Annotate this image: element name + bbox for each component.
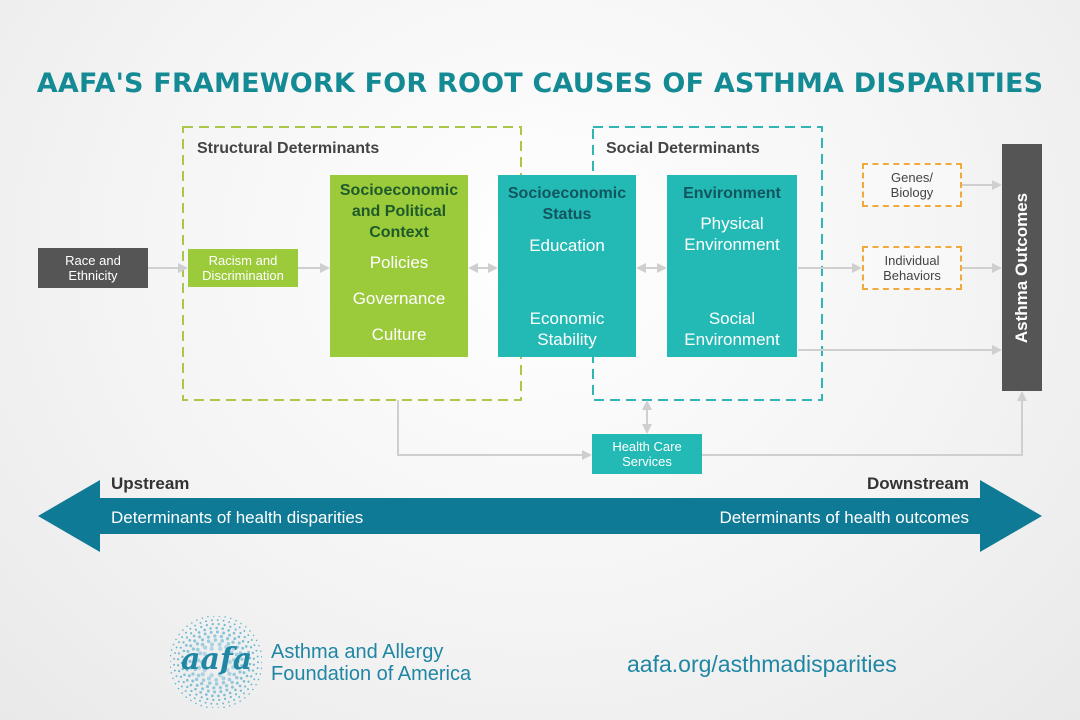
structural-to-healthcare-arrow [397, 400, 592, 460]
economic-stability-item: Economic Stability [529, 309, 605, 349]
org-name-line2: Foundation of America [271, 663, 472, 685]
health-care-services-text: Health Care Services [612, 439, 682, 469]
racism-discrimination-text: Racism and Discrimination [202, 253, 284, 283]
stream-arrow [38, 480, 1042, 552]
structural-determinants-label: Structural Determinants [197, 140, 380, 157]
socioeconomic-political-context-box: Socioeconomic and Political Context Poli… [330, 175, 468, 357]
health-care-services-box: Health Care Services [592, 434, 702, 474]
downstream-description: Determinants of health outcomes [719, 508, 969, 527]
downstream-label: Downstream [866, 474, 969, 493]
race-ethnicity-box: Race and Ethnicity [38, 248, 148, 288]
culture-item: Culture [371, 325, 427, 344]
governance-item: Governance [352, 289, 446, 308]
education-item: Education [529, 236, 605, 255]
socioeconomic-status-box: Socioeconomic Status Education Economic … [498, 175, 636, 357]
social-environment-item: Social Environment [684, 309, 780, 349]
racism-discrimination-box: Racism and Discrimination [188, 249, 298, 287]
asthma-outcomes-box: Asthma Outcomes [1002, 144, 1042, 391]
healthcare-to-outcomes-arrow [702, 391, 1027, 456]
policies-item: Policies [369, 253, 429, 272]
diagram-title: AAFA'S FRAMEWORK FOR ROOT CAUSES OF ASTH… [36, 68, 1044, 99]
genes-biology-text: Genes/ Biology [890, 170, 934, 200]
status-heading: Socioeconomic Status [507, 185, 627, 223]
environment-box: Environment Physical Environment Social … [667, 175, 797, 357]
context-heading: Socioeconomic and Political Context [339, 182, 459, 241]
physical-environment-item: Physical Environment [684, 214, 780, 254]
upstream-label: Upstream [111, 474, 190, 493]
race-ethnicity-text: Race and Ethnicity [65, 253, 121, 283]
asthma-outcomes-text: Asthma Outcomes [1012, 192, 1032, 343]
genes-biology-box: Genes/ Biology [862, 163, 962, 207]
environment-heading: Environment [683, 185, 781, 202]
aafa-logo-icon [170, 616, 262, 708]
individual-behaviors-box: Individual Behaviors [862, 246, 962, 290]
disparities-link[interactable]: aafa.org/asthmadisparities [627, 651, 897, 677]
upstream-description: Determinants of health disparities [111, 508, 364, 527]
structural-frame [182, 126, 522, 401]
logo-wordmark: aafa [181, 642, 253, 677]
individual-behaviors-text: Individual Behaviors [883, 253, 941, 283]
org-name-line1: Asthma and Allergy [271, 641, 444, 663]
social-determinants-label: Social Determinants [606, 140, 760, 157]
